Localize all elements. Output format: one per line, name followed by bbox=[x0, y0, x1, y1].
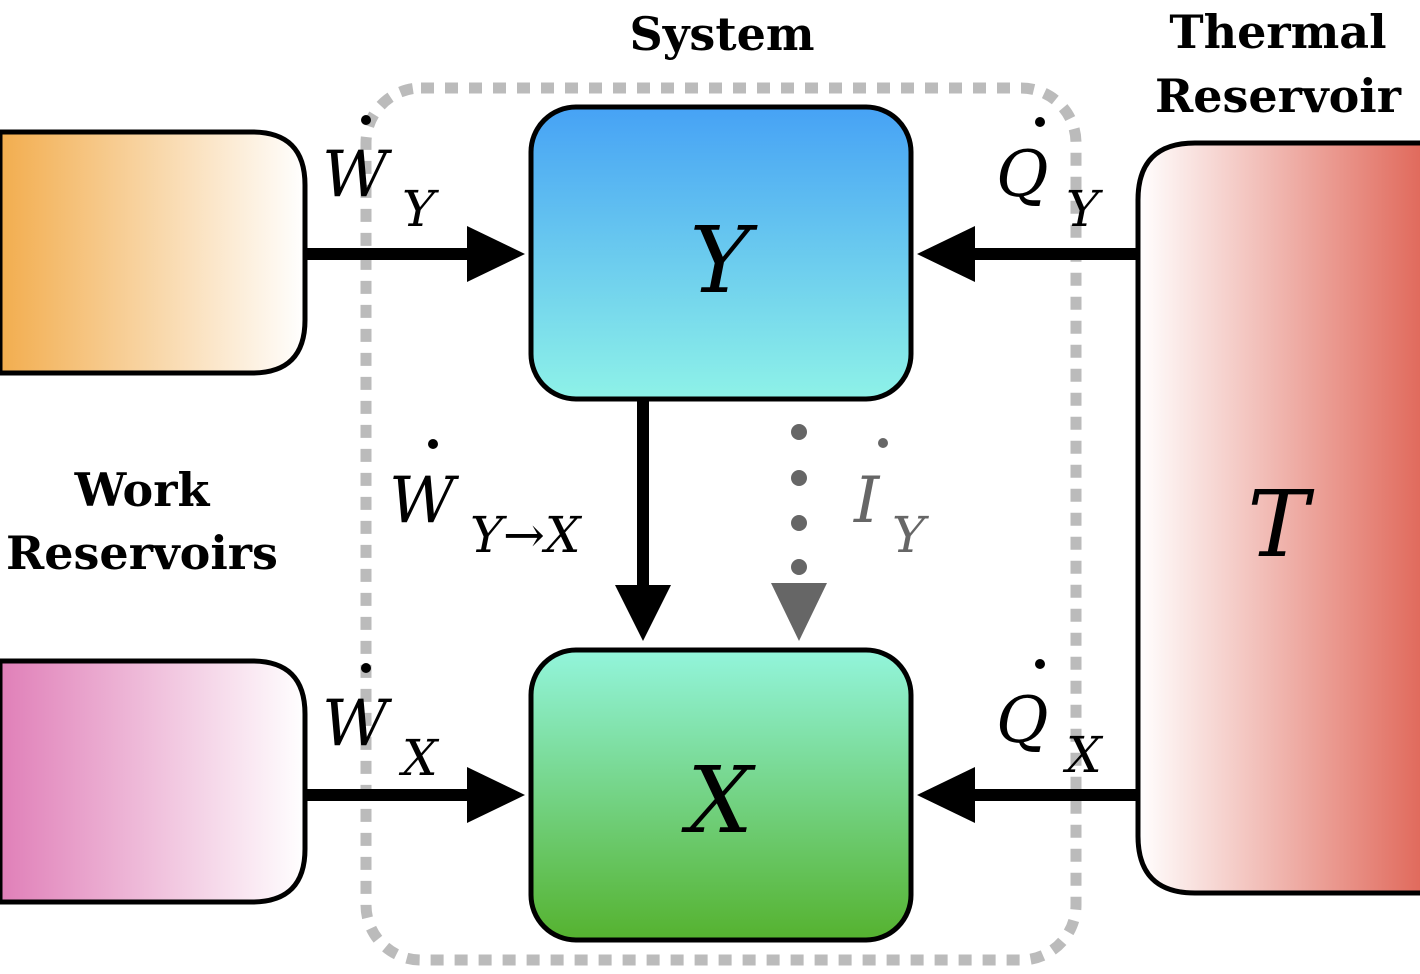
thermal-header-line1: Thermal bbox=[1169, 5, 1386, 59]
arrow-work-y-to-x bbox=[615, 399, 671, 641]
svg-text:Y: Y bbox=[1066, 180, 1103, 238]
svg-text:X: X bbox=[1062, 726, 1104, 784]
thermal-reservoir bbox=[1135, 140, 1420, 896]
svg-text:Q: Q bbox=[996, 138, 1048, 212]
svg-text:Y: Y bbox=[402, 180, 439, 238]
arrow-work-to-x bbox=[305, 767, 525, 823]
work-header-line2: Reservoirs bbox=[6, 526, 278, 580]
work-reservoir-top bbox=[0, 129, 308, 376]
system-header: System bbox=[629, 7, 814, 61]
label-heat-rate-x: Q X bbox=[996, 659, 1104, 784]
label-work-rate-x: W X bbox=[322, 663, 440, 787]
subsystem-y-box bbox=[528, 104, 914, 402]
label-work-rate-y-to-x: W Y→X bbox=[389, 439, 583, 564]
svg-text:W: W bbox=[322, 138, 393, 212]
subsystem-x-box bbox=[528, 647, 914, 943]
subsystem-y-label: Y bbox=[690, 207, 759, 314]
temperature-label: T bbox=[1247, 471, 1314, 578]
label-heat-rate-y: Q Y bbox=[996, 117, 1103, 238]
arrow-heat-to-x bbox=[917, 767, 1138, 823]
svg-text:Y: Y bbox=[892, 506, 929, 564]
svg-text:I: I bbox=[853, 464, 881, 538]
thermal-header-line2: Reservoir bbox=[1155, 69, 1402, 123]
subsystem-x-label: X bbox=[681, 747, 756, 854]
work-header-line1: Work bbox=[74, 463, 211, 517]
system-boundary bbox=[360, 82, 1082, 966]
svg-text:Q: Q bbox=[996, 684, 1048, 758]
svg-text:Y→X: Y→X bbox=[470, 506, 583, 564]
svg-text:W: W bbox=[322, 687, 393, 761]
label-work-rate-y: W Y bbox=[322, 115, 439, 238]
arrow-work-to-y bbox=[305, 226, 525, 282]
label-information-rate-y: I Y bbox=[853, 438, 929, 564]
arrow-information-flow bbox=[771, 424, 827, 641]
work-reservoir-bottom bbox=[0, 658, 308, 905]
svg-text:X: X bbox=[398, 729, 440, 787]
arrow-heat-to-y bbox=[917, 226, 1138, 282]
svg-text:W: W bbox=[389, 464, 460, 538]
